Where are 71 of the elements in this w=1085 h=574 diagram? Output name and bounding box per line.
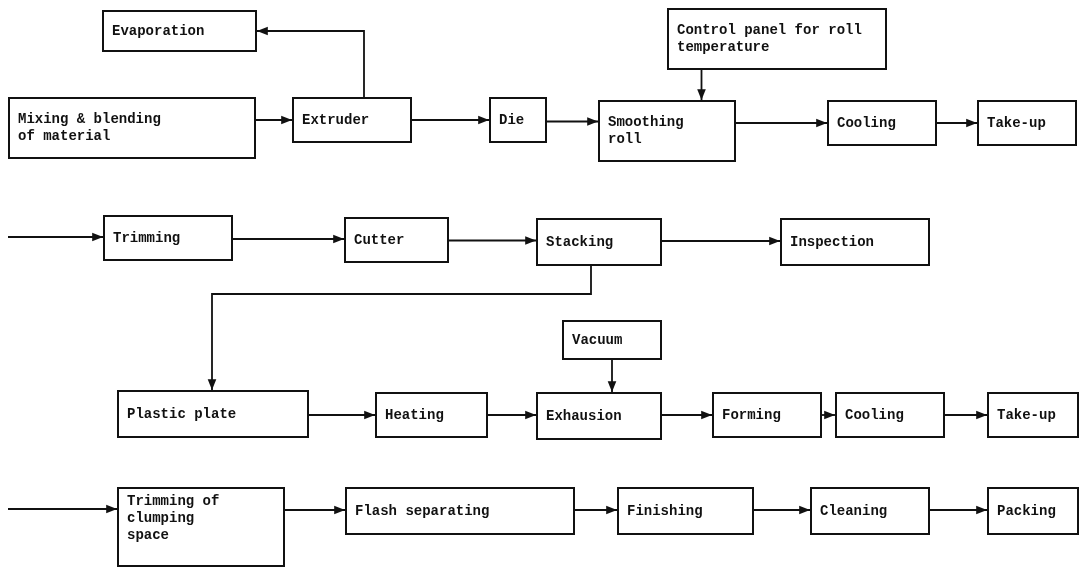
process-box bbox=[103, 215, 233, 261]
step-label: Cleaning bbox=[820, 502, 889, 520]
process-box bbox=[562, 320, 662, 360]
step-label: Cutter bbox=[354, 231, 406, 249]
arrow bbox=[487, 410, 537, 420]
process-box bbox=[536, 218, 662, 266]
arrow bbox=[255, 115, 293, 125]
arrow bbox=[753, 505, 811, 515]
step-label: Smoothing roll bbox=[608, 114, 685, 148]
arrow bbox=[308, 410, 376, 420]
step-label: Trimming bbox=[113, 229, 182, 247]
process-box bbox=[292, 97, 412, 143]
step-label: Inspection bbox=[790, 233, 875, 251]
step-label: Packing bbox=[997, 502, 1057, 520]
arrow bbox=[284, 505, 346, 515]
step-label: Mixing & blending of material bbox=[18, 111, 162, 145]
process-box bbox=[489, 97, 547, 143]
arrow bbox=[607, 359, 617, 393]
process-box bbox=[987, 392, 1079, 438]
arrow bbox=[546, 117, 599, 126]
process-box bbox=[617, 487, 754, 535]
step-label: Extruder bbox=[302, 111, 371, 129]
step-label: Vacuum bbox=[572, 331, 624, 349]
process-box bbox=[345, 487, 575, 535]
arrow bbox=[929, 505, 988, 515]
process-box bbox=[536, 392, 662, 440]
step-label: Heating bbox=[385, 406, 445, 424]
process-box bbox=[977, 100, 1077, 146]
process-box bbox=[780, 218, 930, 266]
arrow bbox=[936, 118, 978, 128]
process-box bbox=[102, 10, 257, 52]
process-box bbox=[117, 390, 309, 438]
step-label: Cooling bbox=[837, 114, 897, 132]
step-label: Forming bbox=[722, 406, 782, 424]
process-box bbox=[598, 100, 736, 162]
arrow bbox=[661, 236, 781, 246]
step-label: Exhausion bbox=[546, 407, 623, 425]
step-label: Die bbox=[499, 111, 526, 129]
process-box bbox=[712, 392, 822, 438]
arrow bbox=[697, 69, 706, 101]
step-label: Trimming of clumping space bbox=[127, 493, 221, 544]
arrow bbox=[574, 505, 618, 515]
arrow bbox=[661, 410, 713, 420]
arrow bbox=[735, 118, 828, 128]
step-label: Take-up bbox=[997, 406, 1057, 424]
step-label: Finishing bbox=[627, 502, 704, 520]
process-box bbox=[8, 97, 256, 159]
step-label: Cooling bbox=[845, 406, 905, 424]
step-label: Flash separating bbox=[355, 502, 491, 520]
step-label: Plastic plate bbox=[127, 405, 238, 423]
arrow bbox=[821, 410, 836, 420]
arrow bbox=[944, 410, 988, 420]
arrow bbox=[256, 26, 365, 98]
process-box bbox=[987, 487, 1079, 535]
process-box bbox=[835, 392, 945, 438]
process-box bbox=[344, 217, 449, 263]
process-box bbox=[117, 487, 285, 567]
process-box bbox=[810, 487, 930, 535]
arrow bbox=[7, 232, 104, 242]
process-box bbox=[827, 100, 937, 146]
arrow bbox=[232, 234, 345, 244]
step-label: Stacking bbox=[546, 233, 615, 251]
arrow bbox=[207, 265, 592, 391]
arrow bbox=[411, 115, 490, 125]
step-label: Control panel for roll temperature bbox=[677, 22, 863, 56]
arrow bbox=[448, 236, 537, 245]
arrow bbox=[7, 504, 118, 514]
step-label: Take-up bbox=[987, 114, 1047, 132]
process-box bbox=[375, 392, 488, 438]
step-label: Evaporation bbox=[112, 22, 206, 40]
process-box bbox=[667, 8, 887, 70]
